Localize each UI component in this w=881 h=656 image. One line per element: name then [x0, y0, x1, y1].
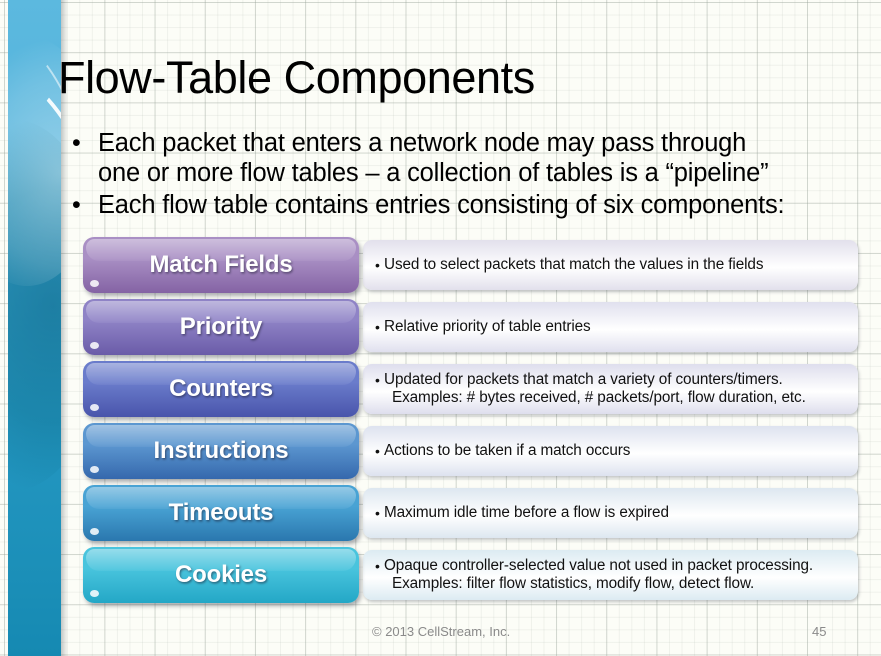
- component-row: •Used to select packets that match the v…: [83, 237, 858, 293]
- description-line: Actions to be taken if a match occurs: [384, 442, 631, 459]
- sidebar-shadow: [61, 0, 68, 656]
- bullet-text-line: Each flow table contains entries consist…: [98, 191, 785, 219]
- description-bullet-icon: •: [375, 257, 380, 273]
- decorative-sidebar-band: [8, 0, 61, 656]
- description-line: Updated for packets that match a variety…: [384, 371, 783, 388]
- description-line: Maximum idle time before a flow is expir…: [384, 504, 669, 521]
- description-lines: Maximum idle time before a flow is expir…: [384, 504, 848, 522]
- component-label-text: Counters: [169, 375, 273, 402]
- component-rows: •Used to select packets that match the v…: [83, 237, 858, 609]
- bullet-dot-icon: •: [72, 129, 81, 157]
- component-description-inner: •Updated for packets that match a variet…: [375, 371, 848, 407]
- component-description-panel: •Opaque controller-selected value not us…: [363, 550, 858, 600]
- component-description-panel: •Actions to be taken if a match occurs: [363, 426, 858, 476]
- pill-corner-dot-icon: [90, 280, 99, 287]
- bullet-text-line: one or more flow tables – a collection o…: [98, 159, 769, 187]
- slide-title: Flow-Table Components: [58, 52, 535, 103]
- description-bullet-icon: •: [375, 319, 380, 335]
- component-label-text: Instructions: [153, 437, 289, 464]
- description-lines: Relative priority of table entries: [384, 318, 848, 336]
- component-description-panel: •Updated for packets that match a variet…: [363, 364, 858, 414]
- bullet-text-block: Each packet that enters a network node m…: [98, 128, 769, 188]
- component-description-inner: •Used to select packets that match the v…: [375, 256, 848, 274]
- component-row: •Actions to be taken if a match occurs In…: [83, 423, 858, 479]
- pill-corner-dot-icon: [90, 342, 99, 349]
- component-label-pill[interactable]: Cookies: [83, 547, 359, 603]
- description-line: Examples: filter flow statistics, modify…: [392, 575, 755, 592]
- sidebar-pale-arc: [8, 77, 61, 585]
- footer-page-number: 45: [812, 624, 827, 639]
- component-description-inner: •Opaque controller-selected value not us…: [375, 557, 848, 593]
- component-label-pill[interactable]: Counters: [83, 361, 359, 417]
- description-bullet-icon: •: [375, 443, 380, 459]
- pill-corner-dot-icon: [90, 404, 99, 411]
- bullet-item: • Each packet that enters a network node …: [68, 128, 868, 188]
- component-row: •Maximum idle time before a flow is expi…: [83, 485, 858, 541]
- component-label-text: Priority: [179, 313, 263, 340]
- component-description-panel: •Relative priority of table entries: [363, 302, 858, 352]
- footer-copyright: © 2013 CellStream, Inc.: [372, 624, 511, 639]
- pill-corner-dot-icon: [90, 590, 99, 597]
- component-description-inner: •Relative priority of table entries: [375, 318, 848, 336]
- description-lines: Updated for packets that match a variety…: [384, 371, 848, 407]
- description-lines: Opaque controller-selected value not use…: [384, 557, 848, 593]
- pill-corner-dot-icon: [90, 466, 99, 473]
- sidebar-dark-swoosh: [8, 120, 61, 490]
- component-description-inner: •Actions to be taken if a match occurs: [375, 442, 848, 460]
- description-bullet-icon: •: [375, 505, 380, 521]
- sidebar-white-arc-thin: [8, 21, 61, 459]
- component-label-pill[interactable]: Timeouts: [83, 485, 359, 541]
- component-row: •Updated for packets that match a variet…: [83, 361, 858, 417]
- pill-corner-dot-icon: [90, 528, 99, 535]
- sidebar-light-swoosh: [8, 36, 61, 286]
- component-description-panel: •Maximum idle time before a flow is expi…: [363, 488, 858, 538]
- component-description-panel: •Used to select packets that match the v…: [363, 240, 858, 290]
- component-row: •Relative priority of table entries Prior…: [83, 299, 858, 355]
- description-line: Opaque controller-selected value not use…: [384, 557, 814, 574]
- description-bullet-icon: •: [375, 558, 380, 574]
- component-label-text: Timeouts: [168, 499, 274, 526]
- component-row: •Opaque controller-selected value not us…: [83, 547, 858, 603]
- component-label-pill[interactable]: Instructions: [83, 423, 359, 479]
- description-lines: Used to select packets that match the va…: [384, 256, 848, 274]
- bullet-dot-icon: •: [72, 191, 81, 219]
- bullet-text-block: Each flow table contains entries consist…: [98, 190, 785, 220]
- component-label-text: Cookies: [175, 561, 267, 588]
- component-description-inner: •Maximum idle time before a flow is expi…: [375, 504, 848, 522]
- description-bullet-icon: •: [375, 372, 380, 388]
- component-label-pill[interactable]: Priority: [83, 299, 359, 355]
- description-line: Examples: # bytes received, # packets/po…: [392, 389, 806, 406]
- description-lines: Actions to be taken if a match occurs: [384, 442, 848, 460]
- bullet-list: • Each packet that enters a network node …: [68, 128, 868, 222]
- sidebar-white-arc-thick: [8, 43, 61, 551]
- description-line: Relative priority of table entries: [384, 318, 591, 335]
- component-label-text: Match Fields: [149, 251, 293, 278]
- bullet-item: • Each flow table contains entries consis…: [68, 190, 868, 220]
- bullet-text-line: Each packet that enters a network node m…: [98, 129, 747, 157]
- description-line: Used to select packets that match the va…: [384, 256, 764, 273]
- component-label-pill[interactable]: Match Fields: [83, 237, 359, 293]
